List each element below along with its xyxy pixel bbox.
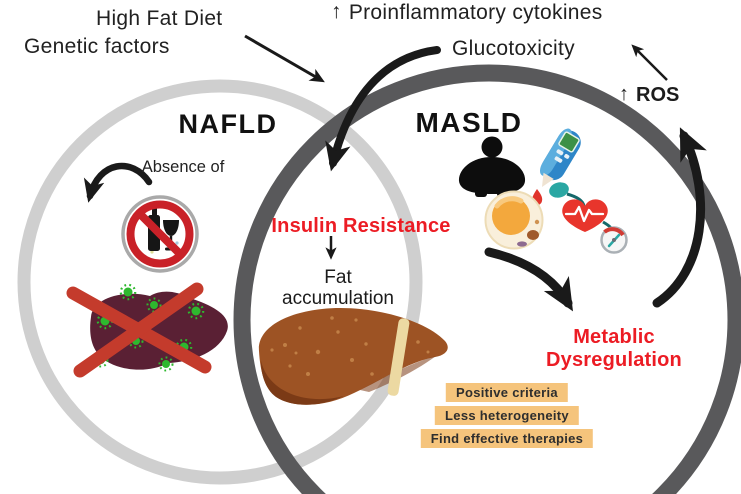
up-arrow-icon: ↑ (619, 83, 629, 105)
criteria-tags: Positive criteria Less heterogeneity Fin… (420, 383, 594, 448)
proinflammatory-text: Proinflammatory cytokines (348, 1, 603, 24)
blood-pressure-monitor-icon (549, 182, 628, 254)
virus-liver-icon (66, 282, 228, 378)
no-alcohol-icon (121, 195, 199, 273)
arrow-ros-to-cytokines (631, 44, 668, 81)
masld-circle (233, 64, 741, 494)
tag-less-heterogeneity: Less heterogeneity (435, 406, 579, 425)
fatty-liver-icon (258, 308, 448, 405)
genetic-factors-label: Genetic factors (24, 35, 170, 58)
tag-positive-criteria: Positive criteria (446, 383, 568, 402)
up-arrow-icon: ↑ (331, 0, 342, 23)
proinflammatory-cytokines-label: ↑ Proinflammatory cytokines (331, 1, 603, 24)
arrow-absence-of (83, 162, 153, 203)
ros-label: ↑ ROS (619, 84, 679, 106)
obese-person-icon (458, 136, 526, 197)
nafld-title: NAFLD (178, 109, 278, 139)
absence-of-label: Absence of (141, 158, 225, 176)
metabolic-line2: Dysregulation (546, 349, 682, 371)
metabolic-dysregulation-heading: Metablic Dysregulation (546, 326, 682, 372)
arrow-ros-feedback (652, 127, 707, 308)
nafld-circle (17, 79, 423, 485)
accumulation-line: accumulation (282, 288, 394, 309)
arrow-metabolic-dysregulation (484, 247, 574, 312)
insulin-resistance-heading: Insulin Resistance (271, 215, 451, 237)
high-fat-diet-label: High Fat Diet (96, 7, 223, 30)
fat-accumulation-label: Fat accumulation (282, 267, 394, 309)
masld-title: MASLD (415, 107, 523, 138)
ros-text: ROS (636, 84, 680, 106)
arrow-high-fat-diet (244, 34, 325, 83)
metabolic-line1: Metablic (573, 326, 655, 348)
arrow-glucotoxicity (325, 46, 441, 172)
fat-cell-icon (484, 190, 544, 250)
glucotoxicity-label: Glucotoxicity (452, 37, 575, 60)
fat-line: Fat (324, 267, 352, 288)
tag-find-effective-therapies: Find effective therapies (420, 429, 594, 448)
